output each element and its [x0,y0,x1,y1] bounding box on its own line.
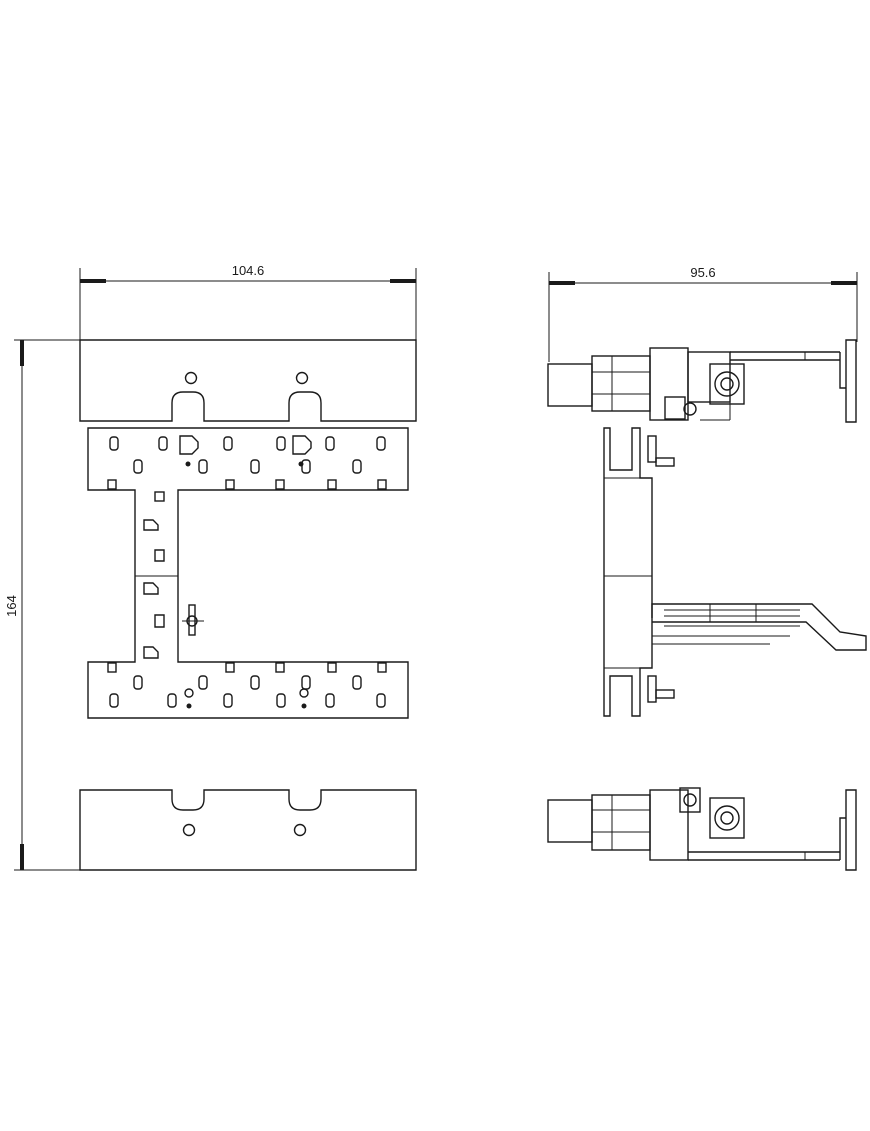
front-height-label: 164 [4,595,19,617]
front-width-dimension: 104.6 [79,263,417,340]
front-height-dimension: 164 [4,339,80,871]
side-bottom-terminal [547,787,857,871]
side-middle-body [603,427,867,717]
front-h-frame [87,427,409,719]
lower-slots [107,662,387,709]
upper-slots [107,435,387,490]
web-slots [143,491,204,659]
front-bottom-bar [79,789,417,871]
side-width-label: 95.6 [690,265,715,280]
side-top-terminal [547,339,857,423]
side-width-dimension: 95.6 [548,265,858,362]
front-top-bar [79,339,417,422]
front-width-label: 104.6 [232,263,265,278]
